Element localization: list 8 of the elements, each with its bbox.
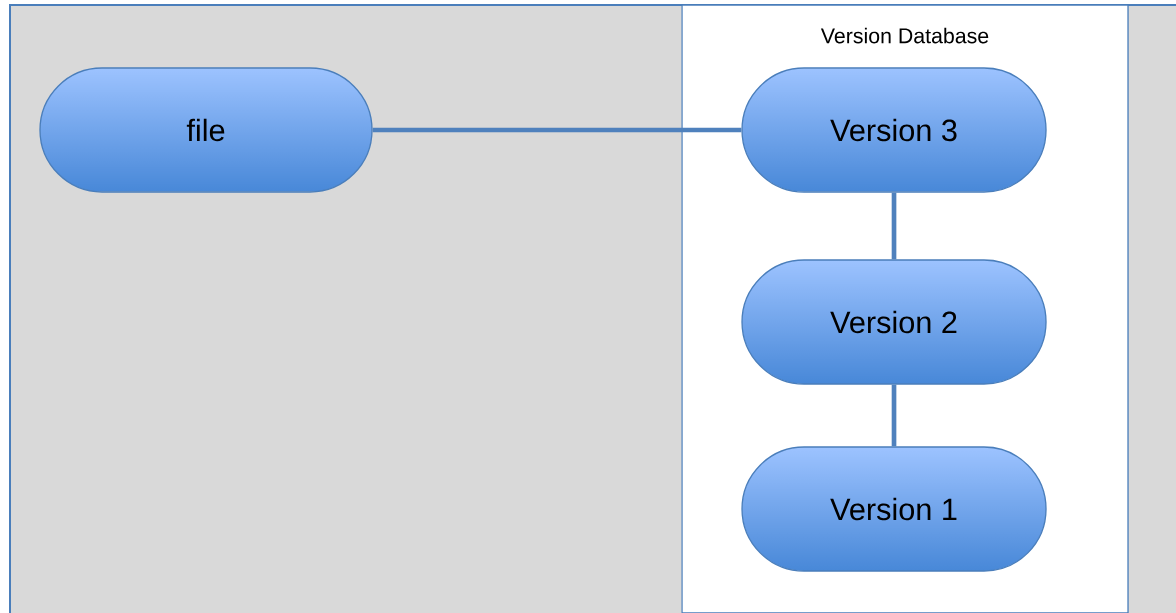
node-label: Version Database	[820, 27, 989, 44]
pill-box: Version 2	[741, 259, 1047, 385]
connector-line	[891, 192, 897, 260]
pill-box: file	[39, 67, 373, 193]
pill-box: Version 3	[741, 67, 1047, 193]
pill-box: Version 1	[741, 446, 1047, 572]
connector-line	[891, 384, 897, 447]
connector-line	[372, 127, 742, 133]
